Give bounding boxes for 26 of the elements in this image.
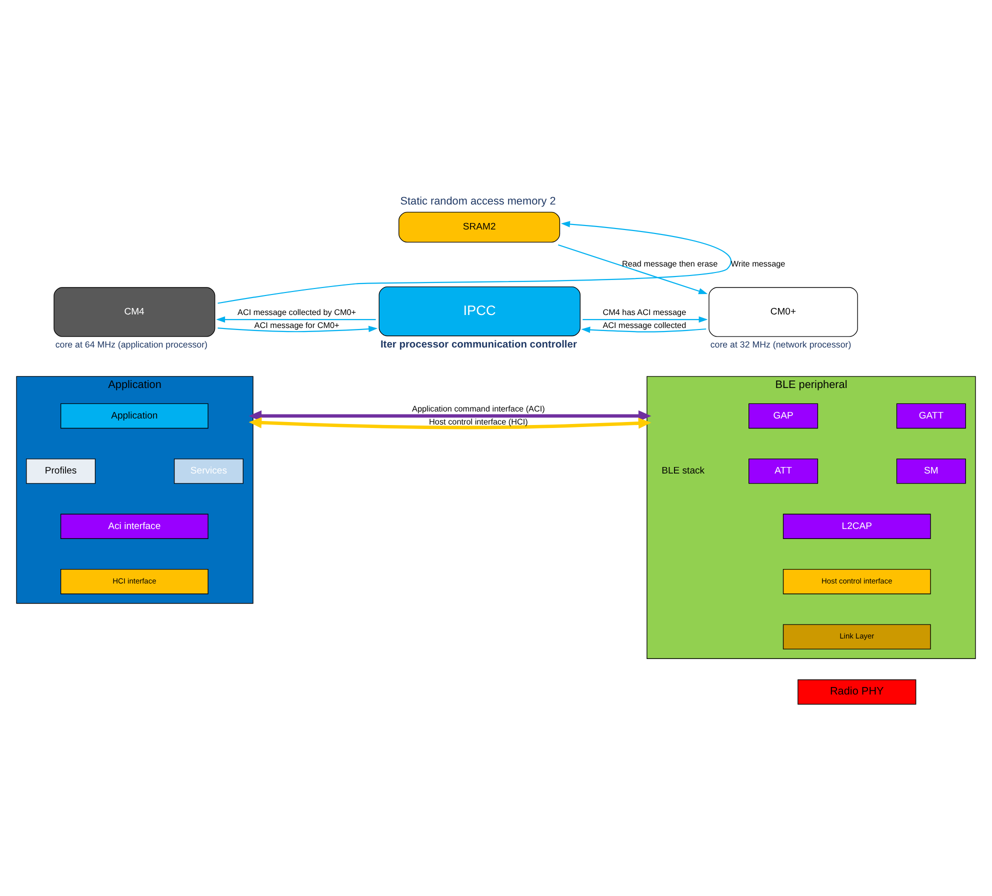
node-box: HCI interface	[60, 568, 208, 594]
node-box: Profiles	[26, 458, 96, 484]
arrow	[218, 221, 731, 304]
node-label: Iter processor communication controller	[380, 339, 577, 350]
arrow	[218, 326, 378, 332]
arrow	[216, 316, 376, 323]
node-box: Link Layer	[782, 624, 931, 650]
node-box: ATT	[748, 458, 818, 484]
node-box: Radio PHY	[798, 679, 916, 705]
node-box: GAP	[748, 403, 818, 429]
node-label: Static random access memory 2	[400, 196, 556, 208]
label: BLE stack	[662, 466, 705, 477]
node-box: L2CAP	[782, 514, 931, 539]
arrow	[558, 244, 708, 294]
arrow	[582, 316, 708, 323]
node-box: GATT	[896, 403, 966, 429]
node-box: Host control interface	[782, 568, 931, 594]
node-box: Application	[60, 403, 208, 429]
arrow	[248, 417, 652, 430]
node-label: core at 32 MHz (network processor)	[710, 340, 852, 350]
arrow	[248, 410, 652, 422]
node-box: SM	[896, 458, 966, 484]
node-label: core at 64 MHz (application processor)	[55, 340, 208, 350]
node-box: Aci interface	[60, 514, 208, 539]
node-box: Services	[174, 458, 244, 484]
arrow	[581, 326, 706, 333]
